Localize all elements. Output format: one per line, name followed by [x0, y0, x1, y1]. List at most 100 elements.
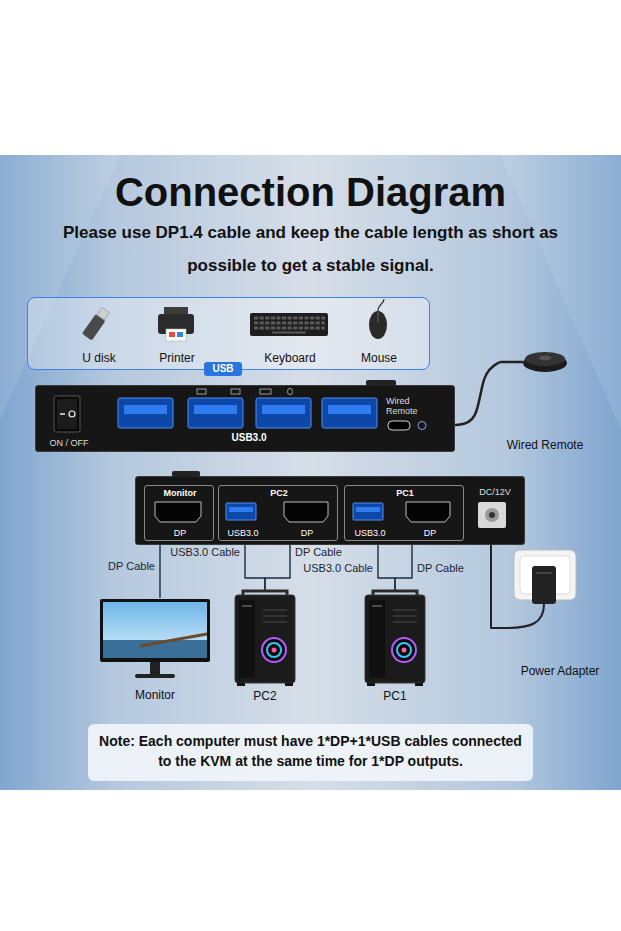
usb-device-panel: USBU diskPrinterKeyboardMouse — [27, 297, 430, 370]
blue-band — [0, 155, 621, 790]
monitor-illustration — [135, 674, 175, 678]
back-panel-details — [406, 502, 450, 522]
front-panel-details — [328, 405, 371, 414]
keyboard-icon — [250, 313, 328, 336]
monitor-illustration — [103, 602, 207, 658]
front-panel-details — [322, 398, 377, 428]
front-panel-details — [54, 396, 80, 432]
cable-line — [455, 362, 500, 425]
device-label: Keyboard — [246, 351, 334, 365]
printer-icon — [166, 329, 186, 341]
cable-label: DP Cable — [55, 560, 155, 573]
back-panel-details — [172, 471, 200, 477]
keyboard-icon — [254, 316, 325, 319]
monitor-illustration — [140, 634, 207, 646]
printer-icon — [158, 307, 194, 341]
wired-remote-puck — [523, 354, 567, 372]
back-panel-details — [485, 508, 499, 522]
power-adapter-illustration — [520, 556, 570, 594]
usb-stick-icon — [97, 307, 110, 320]
pc-tower-illustration — [235, 591, 425, 686]
keyboard-icon — [250, 313, 328, 336]
wired-remote: Wired Remote — [500, 340, 590, 455]
front-panel-details — [69, 411, 75, 417]
device-label: Power Adapter — [505, 664, 615, 678]
cable-line — [378, 541, 395, 590]
device-label: PC1 — [352, 689, 438, 703]
cable-label: USB3.0 Cable — [273, 562, 373, 575]
pc-tower-illustration — [235, 591, 295, 686]
mouse-icon — [378, 312, 379, 322]
wired-remote-puck — [500, 352, 567, 372]
back-panel-details — [229, 507, 253, 512]
front-panel-details — [260, 389, 271, 394]
back-panel-details — [353, 503, 383, 520]
keyboard-icon — [254, 321, 325, 324]
monitor-illustration — [150, 662, 160, 674]
front-panel-details — [231, 389, 240, 394]
front-panel-details — [124, 405, 167, 414]
back-panel-details — [356, 507, 380, 512]
port-label: USB3.0 — [219, 432, 279, 444]
pc-tower-illustration — [365, 591, 425, 686]
wired-remote-puck — [500, 361, 523, 364]
power-adapter-illustration — [505, 550, 576, 628]
usb-device-item: Printer — [141, 304, 213, 366]
front-panel-details — [194, 405, 237, 414]
cable-line — [245, 541, 265, 590]
pc-tower: PC1 — [352, 590, 438, 705]
usb-device-item: Mouse — [343, 304, 415, 366]
switch-label: ON / OFF — [40, 438, 98, 449]
front-panel-details — [288, 388, 293, 394]
printer-icon — [158, 314, 194, 334]
power-adapter-illustration — [536, 572, 552, 574]
usb-stick-icon — [82, 314, 106, 341]
back-panel-details — [489, 512, 495, 518]
usb-tab-label: USB — [204, 362, 242, 376]
front-panel-details — [188, 398, 243, 428]
cable-label: USB3.0 Cable — [140, 546, 240, 559]
pc-tower: PC2 — [222, 590, 308, 705]
monitor-illustration — [100, 599, 210, 678]
usb-device-item: U disk — [63, 304, 135, 366]
pc-port-group: PC1USB3.0DP — [344, 485, 464, 541]
device-label: Mouse — [343, 351, 415, 365]
keyboard-icon — [272, 332, 306, 334]
front-panel-details — [366, 380, 396, 386]
note-text: Note: Each computer must have 1*DP+1*USB… — [98, 731, 523, 772]
cable-line — [159, 541, 160, 598]
printer-icon — [164, 307, 188, 315]
mouse-icon — [378, 299, 384, 311]
port-label: USB3.0 — [223, 528, 263, 539]
wired-remote-puck — [525, 352, 565, 366]
note-box: Note: Each computer must have 1*DP+1*USB… — [88, 724, 533, 781]
monitor-illustration — [100, 599, 210, 662]
device-label: Wired Remote — [500, 438, 590, 452]
back-panel-details — [226, 503, 256, 520]
wired-remote-puck — [539, 356, 551, 361]
port-label: DP — [410, 528, 450, 539]
mouse-icon — [369, 311, 387, 339]
power-adapter-illustration — [532, 566, 556, 604]
cable-label: DP Cable — [295, 546, 395, 559]
front-panel-details — [388, 421, 410, 430]
power-port-label: DC/12V — [469, 487, 521, 498]
light-ray — [500, 155, 621, 430]
front-panel-details — [197, 389, 206, 394]
cable-label: DP Cable — [417, 562, 517, 575]
cable-line — [491, 545, 505, 628]
back-panel-details — [478, 502, 506, 528]
front-panel-details — [60, 413, 65, 415]
front-panel-details — [57, 399, 77, 429]
port-label: DP — [287, 528, 327, 539]
port-group-label: PC2 — [219, 488, 339, 499]
light-ray — [0, 155, 120, 420]
back-panel-details — [155, 502, 201, 522]
power-adapter: Power Adapter — [505, 548, 615, 683]
printer-icon — [177, 332, 183, 337]
subtitle-note: Please use DP1.4 cable and keep the cabl… — [45, 216, 576, 282]
